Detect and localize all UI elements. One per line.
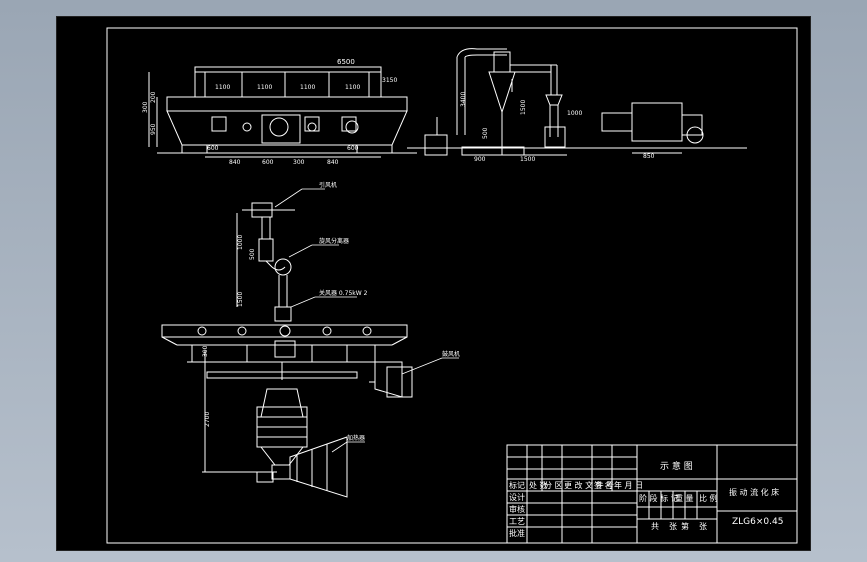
sheet-unit-1: 张 [669, 522, 677, 531]
row-label-process: 工艺 [509, 517, 525, 526]
dim-bed-bottom-3: 840 [229, 159, 241, 166]
row-label-approve: 批准 [509, 528, 525, 538]
row-label-design: 设计 [509, 492, 525, 502]
sheet-total: 共 [651, 522, 659, 531]
cyclone-dimension-text: 3400 900 1500 1500 500 1000 850 [460, 92, 655, 163]
header-zone: 分 区 [544, 481, 563, 490]
note-heater: 加热器 [347, 434, 365, 442]
annotation-text: 引风机 旋风分离器 关风器 0.75kW 2 鼓风机 加热器 [319, 181, 460, 442]
drawing-sheet: 6500 1100 1100 1100 1100 600 600 840 600… [56, 16, 811, 551]
dim-bed-left-inner: 200 [150, 91, 157, 103]
drawing-title: 示 意 图 [660, 460, 693, 472]
header-count: 处 数 [529, 480, 548, 490]
note-blower: 鼓风机 [442, 350, 460, 358]
dim-cyclone-side: 1500 [520, 100, 527, 115]
title-block [506, 444, 798, 544]
sheet-index: 第 [681, 521, 689, 531]
dim-plan-vertical-a: 1000 [237, 235, 244, 250]
dim-bed-left-height: 950 [150, 123, 157, 135]
dim-bed-bottom-2: 600 [347, 145, 359, 152]
dim-cyclone-bottom-b: 1500 [520, 156, 535, 163]
dim-bed-bottom-6: 840 [327, 159, 339, 166]
row-label-mark: 标记 [509, 480, 525, 490]
dim-plan-bed-height: 300 [202, 345, 209, 357]
dim-bed-seg-3: 1100 [300, 84, 315, 91]
note-induced-fan: 引风机 [319, 181, 337, 189]
dim-bed-left-total: 300 [142, 101, 149, 113]
dim-bed-bottom-5: 300 [293, 159, 305, 166]
model-number: ZLG6×0.45 [732, 517, 783, 527]
dim-fan-right: 1000 [567, 110, 582, 117]
dim-bed-right: 3150 [382, 77, 397, 84]
dim-bed-bottom-4: 600 [262, 159, 274, 166]
stage-weight: 重 量 [675, 493, 694, 503]
note-valve: 关风器 0.75kW 2 [319, 289, 368, 297]
dim-bed-seg-2: 1100 [257, 84, 272, 91]
header-change-doc: 更 改 文 件 号 [564, 480, 614, 490]
row-label-review: 审核 [509, 504, 525, 514]
dim-fan-bottom: 850 [643, 153, 655, 160]
product-name: 振 动 流 化 床 [729, 487, 779, 497]
stage-scale: 比 例 [699, 493, 718, 503]
dim-bed-bottom-1: 600 [207, 145, 219, 152]
dim-bed-seg-4: 1100 [345, 84, 360, 91]
dim-plan-bottom-height: 2700 [204, 412, 211, 427]
dim-cyclone-offset: 500 [482, 127, 489, 139]
cyclone-fan-elevation [407, 48, 747, 156]
header-date: 年 月 日 [614, 480, 643, 490]
fluid-bed-elevation [148, 66, 417, 158]
dim-bed-seg-1: 1100 [215, 84, 230, 91]
title-block-text: 示 意 图 振 动 流 化 床 ZLG6×0.45 标记 设计 审核 工艺 批准… [509, 460, 783, 538]
plan-dimension-text: 1000 500 1500 300 2700 [202, 235, 256, 427]
sheet-unit-2: 张 [699, 522, 707, 531]
note-cyclone: 旋风分离器 [319, 237, 349, 245]
stage-mark: 阶 段 标 记 [639, 493, 679, 503]
fluid-bed-dimension-text: 6500 1100 1100 1100 1100 600 600 840 600… [142, 58, 397, 166]
cad-drawing-canvas: 6500 1100 1100 1100 1100 600 600 840 600… [106, 27, 798, 544]
dim-cyclone-bottom-a: 900 [474, 156, 486, 163]
dim-plan-vertical-c: 1500 [237, 292, 244, 307]
plan-view [161, 202, 413, 498]
dim-top-overall: 6500 [337, 58, 355, 66]
header-signature: 签 名 [594, 480, 613, 490]
dim-plan-vertical-b: 500 [249, 248, 256, 260]
dim-cyclone-height: 3400 [460, 92, 467, 107]
leader-lines [274, 188, 459, 453]
drawing-border [106, 27, 798, 544]
